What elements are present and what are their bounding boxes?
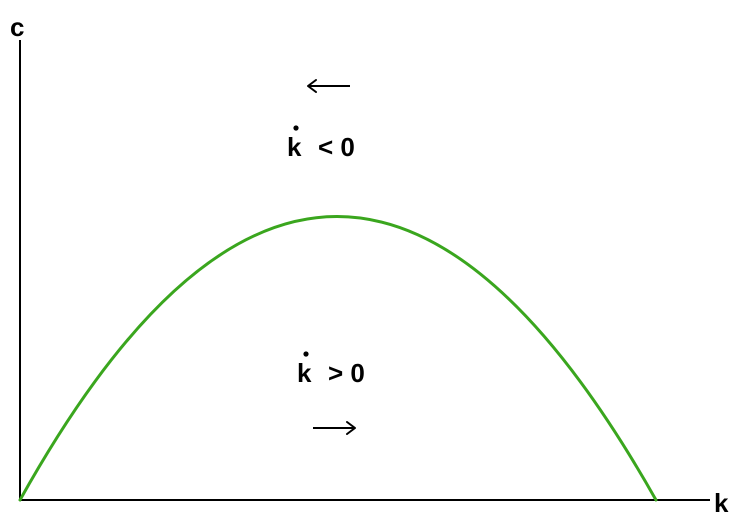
lower-region-relation: > 0: [328, 358, 365, 388]
upper-region: k < 0: [287, 79, 355, 162]
lower-region: k > 0: [297, 351, 365, 435]
left-arrow-icon: [307, 79, 350, 93]
lower-region-variable: k: [297, 358, 312, 388]
x-axis-label: k: [714, 488, 729, 514]
upper-region-variable: k: [287, 132, 302, 162]
k-dot-marker: [303, 351, 309, 357]
y-axis-label: c: [10, 12, 24, 42]
upper-region-relation: < 0: [318, 132, 355, 162]
k-dot-zero-curve: [18, 215, 658, 502]
k-dot-marker: [293, 125, 299, 131]
right-arrow-icon: [313, 421, 356, 435]
